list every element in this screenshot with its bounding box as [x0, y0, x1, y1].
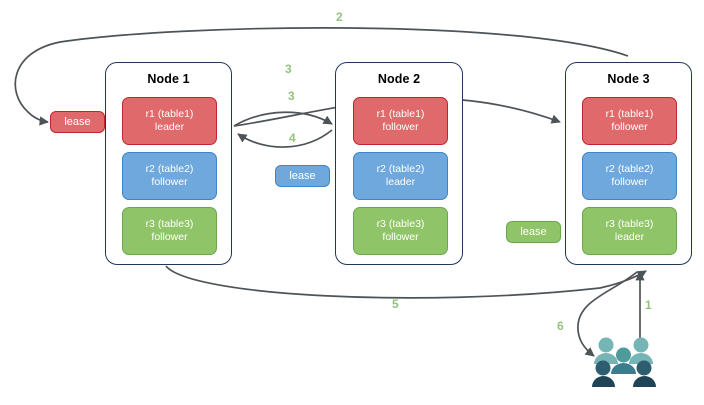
- replica-name: r2 (table2): [605, 163, 654, 175]
- node-box-node3[interactable]: Node 3 r1 (table1) follower r2 (table2) …: [565, 62, 692, 265]
- replica-name: r3 (table3): [376, 218, 425, 230]
- replica-n1r2[interactable]: r2 (table2) follower: [122, 152, 217, 200]
- edge-label-1: 1: [645, 298, 652, 312]
- replica-n3r3[interactable]: r3 (table3) leader: [582, 207, 677, 255]
- node-title: Node 3: [607, 72, 650, 86]
- lease-badge-blue[interactable]: lease: [275, 165, 330, 187]
- replica-n2r2[interactable]: r2 (table2) leader: [353, 152, 448, 200]
- replica-n2r1[interactable]: r1 (table1) follower: [353, 97, 448, 145]
- replica-n3r1[interactable]: r1 (table1) follower: [582, 97, 677, 145]
- edge-label-4: 4: [289, 131, 296, 145]
- replica-name: r3 (table3): [145, 218, 194, 230]
- replica-n1r3[interactable]: r3 (table3) follower: [122, 207, 217, 255]
- edge-label-3b: 3: [288, 89, 295, 103]
- node-box-node2[interactable]: Node 2 r1 (table1) follower r2 (table2) …: [335, 62, 463, 265]
- node-box-node1[interactable]: Node 1 r1 (table1) leader r2 (table2) fo…: [105, 62, 232, 265]
- edge-3-node1-to-node2: [233, 111, 333, 127]
- edge-4-node2-to-node1: [237, 129, 333, 148]
- replica-role: follower: [151, 176, 188, 188]
- users-icon: [592, 337, 656, 387]
- replica-name: r2 (table2): [376, 163, 425, 175]
- lease-badge-green[interactable]: lease: [506, 221, 561, 243]
- replica-role: leader: [385, 176, 416, 188]
- replica-n2r3[interactable]: r3 (table3) follower: [353, 207, 448, 255]
- replica-name: r3 (table3): [605, 218, 654, 230]
- replica-role: leader: [614, 231, 645, 243]
- edge-label-6: 6: [557, 319, 564, 333]
- replica-n3r2[interactable]: r2 (table2) follower: [582, 152, 677, 200]
- replica-role: follower: [382, 231, 419, 243]
- lease-badge-red[interactable]: lease: [50, 111, 105, 133]
- replica-role: follower: [611, 176, 648, 188]
- node-title: Node 2: [377, 72, 421, 86]
- edge-label-3a: 3: [285, 62, 292, 76]
- replica-role: follower: [151, 231, 188, 243]
- node-title: Node 1: [147, 72, 190, 86]
- replica-role: leader: [154, 121, 185, 133]
- replica-name: r1 (table1): [145, 108, 194, 120]
- replica-role: follower: [611, 121, 648, 133]
- edge-label-5: 5: [392, 297, 399, 311]
- replica-name: r1 (table1): [605, 108, 654, 120]
- replica-name: r2 (table2): [145, 163, 194, 175]
- replica-name: r1 (table1): [376, 108, 425, 120]
- replica-role: follower: [382, 121, 419, 133]
- replica-n1r1[interactable]: r1 (table1) leader: [122, 97, 217, 145]
- edge-label-2: 2: [336, 10, 343, 24]
- edge-5-node1-to-node3: [165, 265, 647, 299]
